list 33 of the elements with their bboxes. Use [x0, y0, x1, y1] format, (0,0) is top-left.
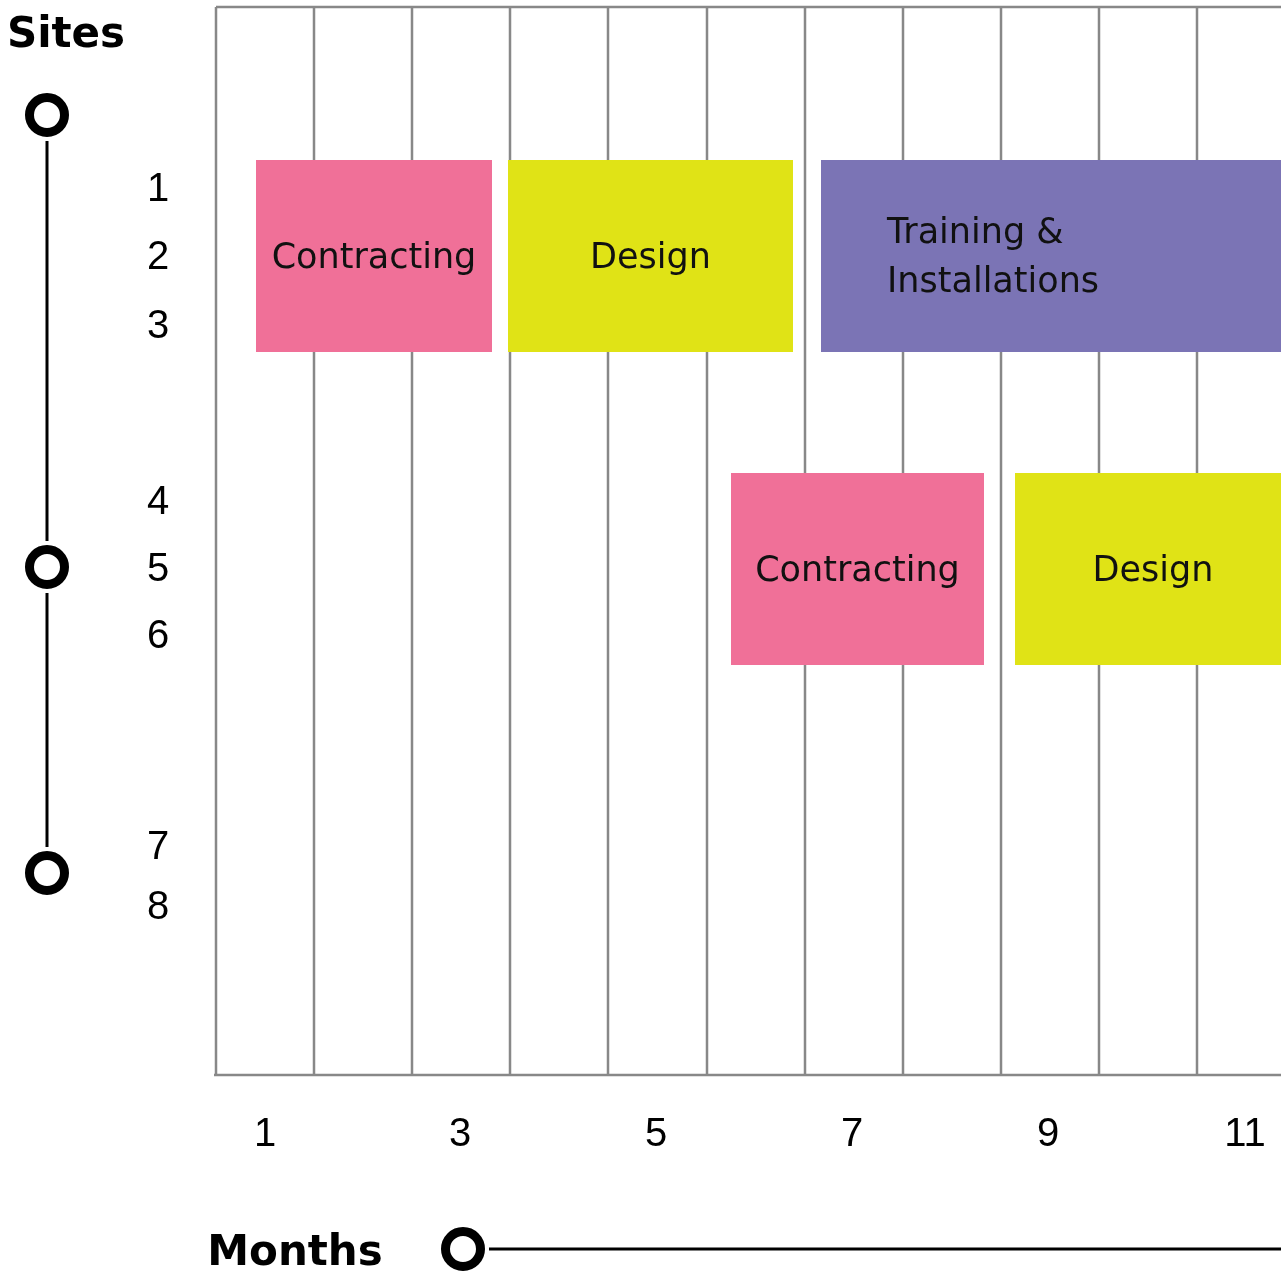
axis-tick-label: 6: [146, 611, 170, 657]
axis-tick-label: 5: [146, 544, 170, 590]
axis-tick-label: 1: [146, 164, 170, 210]
axis-tick-label: 11: [1224, 1109, 1266, 1155]
axis-tick-label: 2: [146, 232, 170, 278]
task-bar: [821, 160, 1281, 352]
axis-tick-label: 7: [146, 822, 170, 868]
ring-marker: [25, 545, 69, 589]
axis-tick-label: 3: [448, 1109, 472, 1155]
task-label: Design: [590, 234, 711, 278]
axis-tick-label: 4: [146, 477, 170, 523]
task-bar: [731, 473, 984, 665]
axis-tick-label: 9: [1036, 1109, 1060, 1155]
axis-title: Sites: [6, 7, 126, 57]
axis-tick-label: 3: [146, 301, 170, 347]
task-label: Training & Installations: [887, 210, 1101, 302]
task-label: Contracting: [755, 547, 960, 591]
task-bar: [1015, 473, 1281, 665]
task-bar: [256, 160, 492, 352]
axis-tick-label: 5: [644, 1109, 668, 1155]
connector-line: [45, 593, 49, 847]
axis-title: Months: [207, 1225, 383, 1275]
task-label: Design: [1092, 547, 1214, 591]
ring-marker: [25, 851, 69, 895]
connector-line: [45, 141, 49, 541]
task-bar: [508, 160, 793, 352]
axis-tick-label: 7: [840, 1109, 864, 1155]
ring-marker: [25, 93, 69, 137]
task-label: Contracting: [271, 234, 477, 278]
connector-line: [489, 1247, 1281, 1251]
axis-tick-label: 8: [146, 882, 170, 928]
ring-marker: [441, 1227, 485, 1271]
axis-tick-label: 1: [253, 1109, 277, 1155]
